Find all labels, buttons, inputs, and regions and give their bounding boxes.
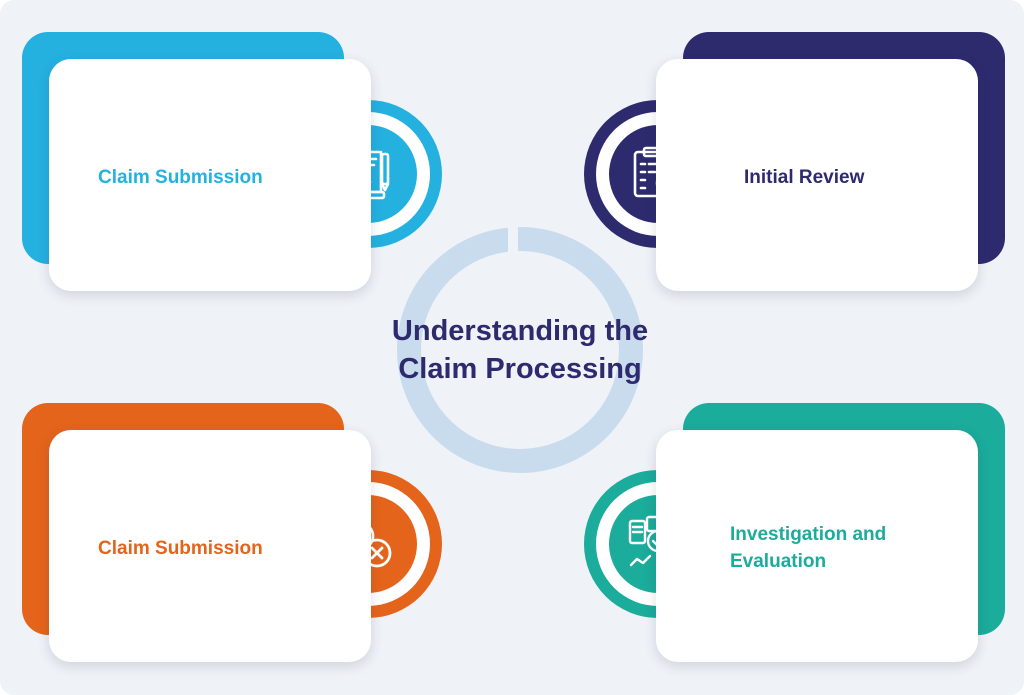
step-4-card (656, 430, 978, 662)
step-3-card (49, 430, 371, 662)
step-1-card (49, 59, 371, 291)
center-ring-gap (508, 222, 518, 252)
step-4-label: Investigation and Evaluation (730, 524, 887, 572)
step-2-label: Initial Review (744, 167, 865, 188)
step-2-card (656, 59, 978, 291)
step-3-label: Claim Submission (98, 538, 263, 559)
diagram-title: Understanding the Claim Processing (391, 315, 649, 385)
step-1-label: Claim Submission (98, 167, 263, 188)
